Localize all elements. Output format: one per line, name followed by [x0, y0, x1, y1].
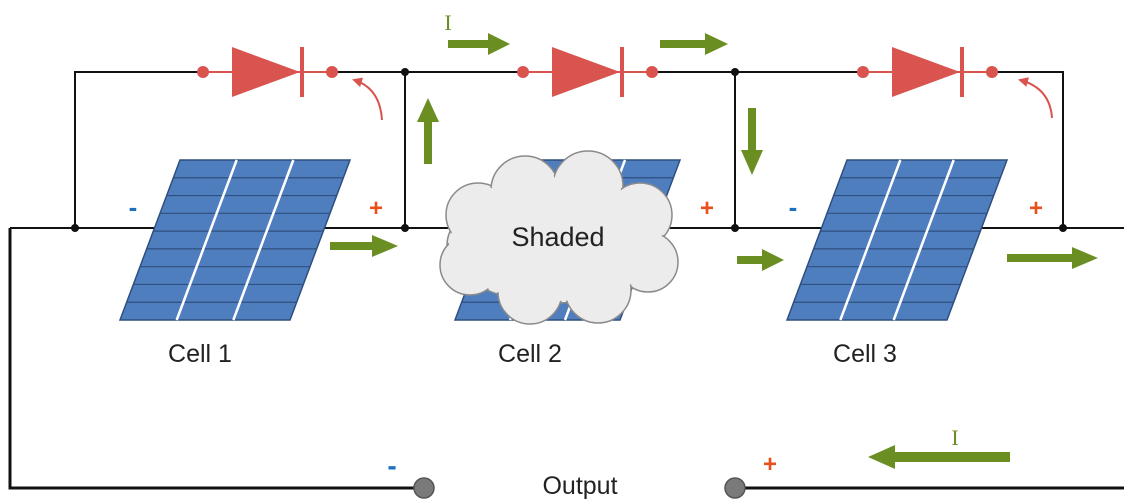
panel-column-line [175, 159, 238, 321]
bypass-diode-2 [517, 47, 658, 97]
minus-sign-cell-3: - [789, 192, 798, 222]
current-arrow-icon [868, 445, 1010, 469]
shade-label: Shaded [511, 222, 604, 252]
shade-cloud-icon: Shaded [439, 150, 679, 325]
current-label-top: I [444, 10, 451, 35]
minus-sign-cell-1: - [129, 192, 138, 222]
cell-label-3: Cell 3 [833, 340, 897, 368]
curved-arrow-icon [1018, 77, 1053, 119]
output-minus-sign: - [387, 450, 396, 481]
current-arrow-icon [1007, 247, 1098, 269]
plus-sign-cell-2: + [700, 195, 714, 222]
bypass-diode-3 [857, 47, 998, 97]
current-arrow-icon [330, 235, 398, 257]
current-arrow-icon [741, 108, 763, 175]
current-arrow-icon [417, 98, 439, 164]
panel-body [785, 159, 1009, 321]
panel-column-line [892, 159, 955, 321]
output-label: Output [542, 472, 617, 500]
panel-column-line [232, 159, 295, 321]
current-arrow-icon [737, 249, 784, 271]
bypass-diode-1 [197, 47, 338, 97]
plus-sign-cell-1: + [369, 195, 383, 222]
current-label-bottom: I [951, 425, 958, 450]
curved-arrow-icon [352, 77, 383, 121]
current-arrow-icon [448, 33, 510, 55]
output-terminal-positive [724, 477, 746, 499]
output-terminal-negative [413, 477, 435, 499]
output-plus-sign: + [763, 451, 777, 478]
current-arrow-icon [660, 33, 728, 55]
solar-panel-cell-3 [785, 159, 1009, 321]
cell-label-2: Cell 2 [498, 340, 562, 368]
solar-panel-cell-1 [118, 159, 352, 321]
plus-sign-cell-3: + [1029, 195, 1043, 222]
cell-label-1: Cell 1 [168, 340, 232, 368]
panel-column-line [839, 159, 902, 321]
panel-body [118, 159, 352, 321]
